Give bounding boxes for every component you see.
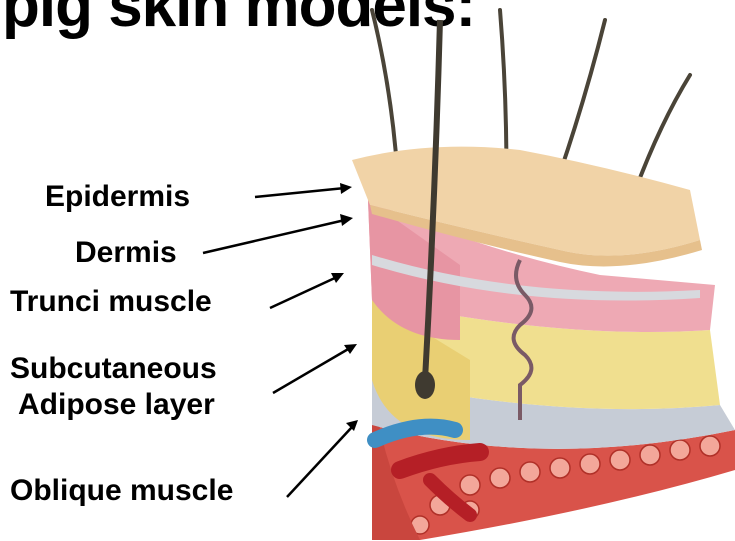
label-dermis: Dermis — [75, 236, 177, 270]
label-adipose-layer: Adipose layer — [18, 388, 215, 422]
label-subcutaneous: Subcutaneous — [10, 352, 217, 386]
label-trunci-muscle: Trunci muscle — [10, 285, 212, 319]
label-epidermis: Epidermis — [45, 180, 190, 214]
label-oblique-muscle: Oblique muscle — [10, 474, 233, 508]
arrow-heads — [331, 183, 358, 431]
pointer-arrows — [203, 188, 352, 497]
